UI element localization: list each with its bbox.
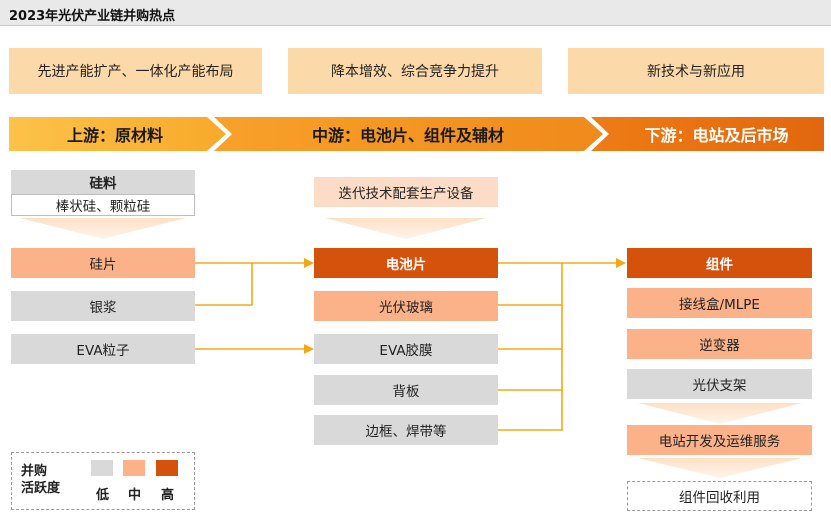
theme-new-tech: 新技术与新应用 <box>568 48 824 94</box>
eva-pellet-box: EVA粒子 <box>11 334 195 364</box>
legend-label-high: 高 <box>161 488 175 503</box>
frame-ribbon-box: 边框、焊带等 <box>314 415 498 445</box>
silver-paste-box: 银浆 <box>11 291 195 321</box>
stage-midstream-label: 中游：电池片、组件及辅材 <box>311 126 504 145</box>
stage-upstream-chevron <box>9 117 226 151</box>
downstream-fade-arrow-1 <box>638 403 802 424</box>
page-title: 2023年光伏产业链并购热点 <box>9 9 176 24</box>
legend-title-line2: 活跃度 <box>21 481 61 496</box>
silicon-header: 硅料 <box>11 170 195 194</box>
theme-capacity: 先进产能扩产、一体化产能布局 <box>9 48 262 94</box>
connector-lines-upstream <box>195 262 305 350</box>
theme-cost-label: 降本增效、综合竞争力提升 <box>331 64 499 80</box>
wafer-box: 硅片 <box>11 248 195 278</box>
arrowhead-to-module <box>616 258 626 268</box>
module-recycling-box: 组件回收利用 <box>627 481 812 511</box>
junction-box-mlpe-box: 接线盒/MLPE <box>627 288 812 318</box>
stage-downstream-label: 下游：电站及后市场 <box>644 126 789 145</box>
plant-service-box: 电站开发及运维服务 <box>627 425 812 455</box>
backsheet-box: 背板 <box>314 375 498 405</box>
legend-swatch-low <box>91 460 113 476</box>
legend-title: 并购 活跃度 <box>21 463 60 497</box>
legend-swatch-mid <box>123 460 145 476</box>
stage-downstream-chevron <box>591 117 824 151</box>
arrowhead-to-eva-film <box>304 344 314 354</box>
silicon-subtypes: 棒状硅、颗粒硅 <box>11 194 195 216</box>
legend-label-low: 低 <box>96 488 110 503</box>
title-bar: 2023年光伏产业链并购热点 <box>0 0 831 26</box>
legend-label-mid: 中 <box>128 488 142 503</box>
connector-lines-midstream <box>497 262 617 431</box>
pv-glass-box: 光伏玻璃 <box>314 291 498 321</box>
theme-cost: 降本增效、综合竞争力提升 <box>288 48 542 94</box>
theme-capacity-label: 先进产能扩产、一体化产能布局 <box>37 64 234 80</box>
stage-upstream-label: 上游：原材料 <box>66 126 163 145</box>
eva-film-box: EVA胶膜 <box>314 334 498 364</box>
pv-bracket-box: 光伏支架 <box>627 369 812 399</box>
inverter-box: 逆变器 <box>627 329 812 359</box>
stage-midstream-chevron <box>214 117 603 151</box>
legend-swatch-high <box>156 460 178 476</box>
cell-box: 电池片 <box>314 248 498 278</box>
theme-new-tech-label: 新技术与新应用 <box>647 64 745 80</box>
module-box: 组件 <box>627 248 812 278</box>
midstream-fade-arrow <box>325 218 487 239</box>
upstream-fade-arrow <box>20 218 186 239</box>
arrowhead-to-cell <box>304 258 314 268</box>
legend: 并购 活跃度 低 中 高 <box>11 452 195 510</box>
downstream-fade-arrow-2 <box>638 458 802 478</box>
legend-title-line1: 并购 <box>21 464 48 479</box>
equipment-box: 迭代技术配套生产设备 <box>314 177 498 207</box>
